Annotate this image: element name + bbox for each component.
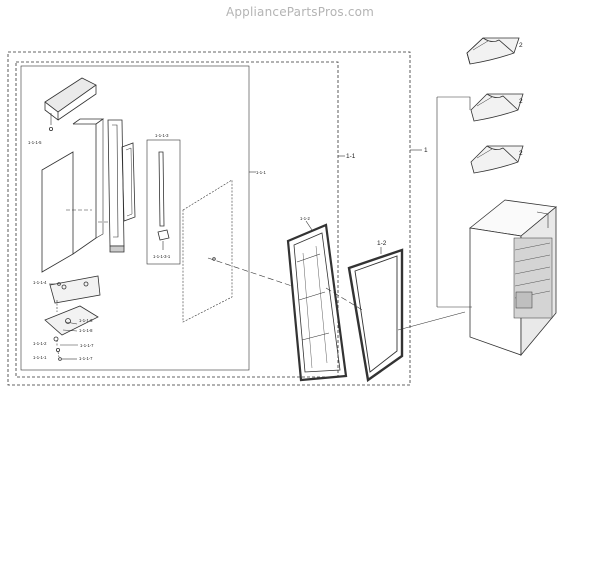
door-frame-strip (107, 119, 125, 253)
watermark: AppliancePartsPros.com (225, 5, 375, 19)
leader-foam-to-liner (207, 257, 293, 287)
callout-2-middle: 2 (519, 98, 523, 105)
frame-assembly-1-1 (15, 61, 339, 378)
frame-assembly-1-1-1 (20, 65, 250, 371)
callout-1-1-1-3-1: 1-1-1-3-1 (153, 254, 171, 259)
callout-1-1-1-6: 1-1-1-6 (79, 318, 93, 323)
callout-1-1-1-7-a: 1-1-1-7 (80, 343, 94, 348)
hinge-washer (56, 347, 61, 352)
callout-1-2: 1-2 (377, 240, 387, 247)
leader-fridge-lower (397, 311, 466, 331)
callout-1-1-1-1: 1-1-1-1 (33, 355, 47, 360)
door-outer-panel (41, 118, 105, 273)
hinge-cover (44, 305, 99, 336)
callout-1-1-1-7-b: 1-1-1-7 (79, 356, 93, 361)
leader-1-1-1-6 (65, 321, 78, 325)
callout-1-1-1-3: 1-1-1-3 (155, 133, 169, 138)
callout-1-1-1-8: 1-1-1-8 (79, 328, 93, 333)
door-bin-top (466, 37, 520, 65)
leader-hinge-stack (56, 300, 60, 358)
callout-1-1-2: 1-1-2 (300, 216, 310, 221)
door-bin-middle (470, 93, 524, 122)
callout-1: 1 (424, 147, 428, 154)
callout-1-1-1-5: 1-1-1-5 (28, 140, 42, 145)
leader-1-1-2 (305, 220, 313, 231)
hinge-pin (58, 357, 62, 361)
door-inner-liner (286, 223, 348, 382)
door-gasket (347, 248, 404, 383)
door-cap-top (44, 77, 97, 121)
callout-2-top: 2 (519, 42, 523, 49)
callout-2-bottom: 2 (519, 150, 523, 157)
leader-bins-to-fridge (436, 96, 472, 308)
callout-1-1: 1-1 (346, 153, 356, 160)
screw-top (49, 127, 54, 132)
door-foam-panel (182, 179, 233, 323)
door-switch (157, 151, 170, 241)
leader-panel-to-strip (66, 209, 108, 223)
callout-1-1-1-4: 1-1-1-4 (33, 280, 47, 285)
hinge-bushing (53, 336, 59, 342)
callout-1-1-1: 1-1-1 (256, 170, 266, 175)
door-bin-bottom (470, 145, 524, 174)
leader-liner-to-gasket (325, 287, 365, 312)
refrigerator-cabinet (469, 199, 557, 357)
frame-assembly-1 (7, 51, 411, 386)
frame-assembly-1-1-1-3 (146, 139, 181, 265)
leader-1-1-1-8 (62, 329, 78, 332)
door-hinge-strip (121, 142, 136, 222)
callout-1-1-1-2: 1-1-1-2 (33, 341, 47, 346)
lower-hinge-plate (49, 275, 101, 304)
hinge-screw (57, 282, 61, 286)
